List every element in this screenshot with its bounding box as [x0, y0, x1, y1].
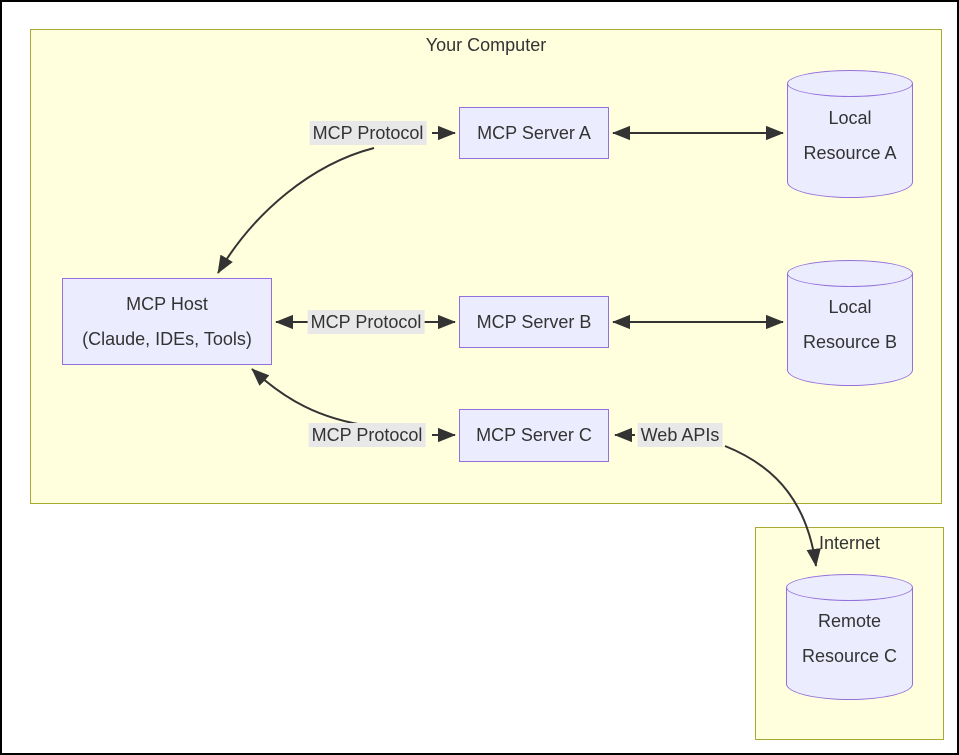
edge-web-apis-to-resource-c: [724, 445, 821, 567]
node-mcp-server-b: MCP Server B: [459, 296, 609, 348]
edge-label-mcp-protocol-a: MCP Protocol: [309, 121, 427, 145]
node-remote-resource-c: Remote Resource C: [786, 574, 913, 700]
cluster-your-computer-title: Your Computer: [425, 35, 547, 55]
resource-c-line1: Remote: [817, 611, 882, 631]
resource-c-line2: Resource C: [801, 646, 898, 666]
resource-a-line2: Resource A: [803, 143, 897, 163]
edge-protocol-c-to-host: [251, 368, 371, 427]
node-remote-resource-c-label: Remote Resource C: [786, 590, 913, 688]
edge-host-to-protocol-a: [217, 147, 375, 274]
cylinder-body: [787, 83, 913, 198]
resource-a-line1: Local: [828, 108, 872, 128]
cylinder-body: [786, 587, 913, 700]
node-mcp-server-a-label: MCP Server A: [477, 122, 591, 143]
node-mcp-host-line2: (Claude, IDEs, Tools): [82, 328, 252, 349]
resource-b-line2: Resource B: [802, 332, 898, 352]
node-mcp-server-c: MCP Server C: [459, 409, 609, 462]
node-mcp-server-a: MCP Server A: [459, 107, 609, 159]
cluster-internet-title: Internet: [818, 533, 881, 553]
node-local-resource-b-label: Local Resource B: [787, 276, 913, 374]
cylinder-top-ellipse: [787, 70, 913, 97]
edge-label-mcp-protocol-b: MCP Protocol: [307, 310, 425, 334]
cylinder-top-ellipse: [787, 260, 913, 287]
node-local-resource-b: Local Resource B: [787, 260, 913, 386]
node-mcp-server-b-label: MCP Server B: [476, 311, 592, 332]
resource-b-line1: Local: [828, 297, 872, 317]
node-local-resource-a-label: Local Resource A: [787, 86, 913, 186]
node-mcp-host: MCP Host (Claude, IDEs, Tools): [62, 278, 272, 365]
edge-label-web-apis: Web APIs: [637, 423, 723, 447]
cylinder-top-ellipse: [786, 574, 913, 601]
cylinder-body: [787, 273, 913, 386]
node-mcp-server-c-label: MCP Server C: [476, 425, 592, 445]
node-local-resource-a: Local Resource A: [787, 70, 913, 198]
node-mcp-host-line1: MCP Host: [126, 293, 208, 314]
edge-label-mcp-protocol-c: MCP Protocol: [308, 423, 426, 447]
